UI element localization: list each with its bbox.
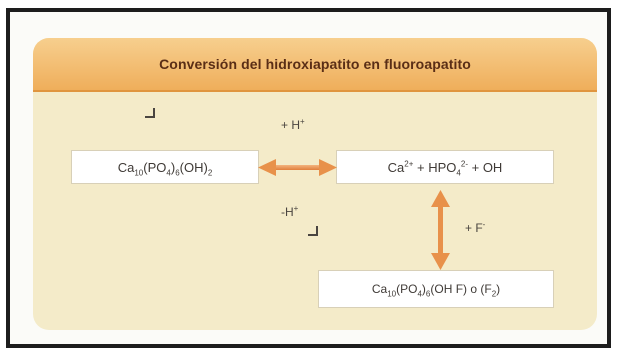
ions-box: Ca2+ + HPO42- + OH xyxy=(336,150,554,184)
vertical-double-arrow-icon xyxy=(431,190,450,270)
hydroxyapatite-formula: Ca10(PO4)6(OH)2 xyxy=(117,159,213,178)
plus-h-label: + H+ xyxy=(281,117,305,133)
diagram-title: Conversión del hidroxiapatito en fluoroa… xyxy=(159,56,471,72)
fluoroapatite-formula: Ca10(PO4)6(OH F) o (F2) xyxy=(371,282,501,299)
corner-mark-icon xyxy=(145,108,155,118)
panel-header: Conversión del hidroxiapatito en fluoroa… xyxy=(33,38,597,92)
ions-formula: Ca2+ + HPO42- + OH xyxy=(387,159,503,178)
horizontal-double-arrow-icon xyxy=(258,159,337,176)
corner-mark-icon xyxy=(308,226,318,236)
fluoroapatite-box: Ca10(PO4)6(OH F) o (F2) xyxy=(318,270,554,308)
hydroxyapatite-box: Ca10(PO4)6(OH)2 xyxy=(71,150,259,184)
diagram-panel: Conversión del hidroxiapatito en fluoroa… xyxy=(33,38,597,330)
plus-f-label: + F- xyxy=(465,220,486,236)
minus-h-label: -H+ xyxy=(281,204,299,220)
